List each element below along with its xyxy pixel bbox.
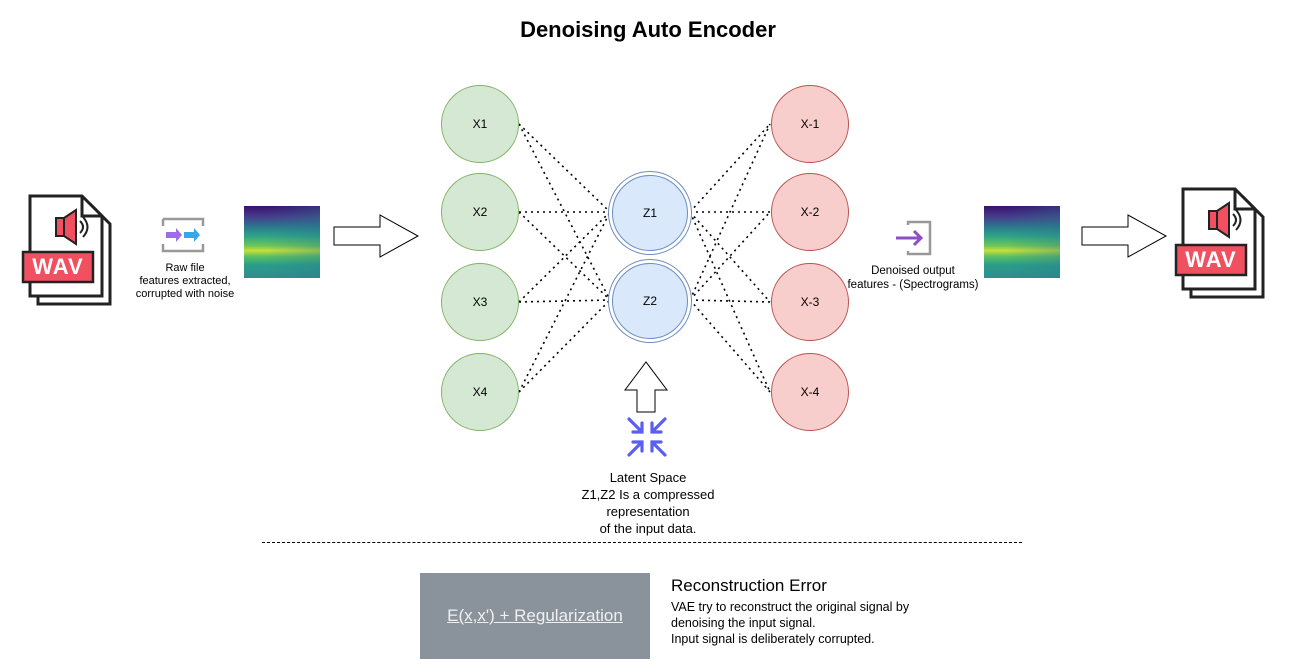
encoder-node-x3: X3 bbox=[441, 263, 519, 341]
latent-node-z2: Z2 bbox=[612, 263, 688, 339]
input-caption-line: features extracted, bbox=[139, 275, 231, 287]
output-caption-line: Denoised output bbox=[871, 265, 955, 277]
input-wav-badge: WAV bbox=[32, 254, 84, 279]
diagram-title: Denoising Auto Encoder bbox=[520, 17, 776, 42]
output-wav-badge: WAV bbox=[1185, 247, 1237, 272]
reconstruction-line: Input signal is deliberately corrupted. bbox=[671, 632, 875, 646]
transfer-arrows-icon bbox=[160, 216, 206, 254]
decoder-node-x-1: X-1 bbox=[771, 85, 849, 163]
latent-node-z1: Z1 bbox=[612, 175, 688, 251]
latent-caption-line: Z1,Z2 Is a compressed bbox=[581, 487, 715, 502]
input-caption: Raw file features extracted, corrupted w… bbox=[120, 262, 250, 301]
input-wav-file-icon: WAV bbox=[20, 192, 116, 308]
section-divider bbox=[262, 542, 1022, 543]
decoder-node-x-2: X-2 bbox=[771, 173, 849, 251]
flow-arrow-up bbox=[624, 361, 668, 413]
import-arrow-icon bbox=[894, 220, 934, 256]
reconstruction-line: denoising the input signal. bbox=[671, 616, 816, 630]
encoder-node-x1: X1 bbox=[441, 85, 519, 163]
encoder-node-x2: X2 bbox=[441, 173, 519, 251]
decoder-node-x-3: X-3 bbox=[771, 263, 849, 341]
input-spectrogram-image bbox=[244, 206, 320, 278]
output-caption: Denoised output features - (Spectrograms… bbox=[838, 264, 988, 292]
compress-icon bbox=[626, 416, 668, 458]
latent-caption-line: of the input data. bbox=[599, 521, 697, 536]
reconstruction-line: VAE try to reconstruct the original sign… bbox=[671, 600, 910, 614]
input-caption-line: corrupted with noise bbox=[135, 288, 235, 300]
latent-caption-line: representation bbox=[606, 504, 690, 519]
flow-arrow-right-2 bbox=[1081, 214, 1168, 258]
regularization-box[interactable]: E(x,x') + Regularization bbox=[420, 573, 650, 659]
encoder-node-x4: X4 bbox=[441, 353, 519, 431]
latent-caption-line: Latent Space bbox=[609, 470, 687, 485]
latent-space-caption: Latent Space Z1,Z2 Is a compressed repre… bbox=[548, 469, 748, 537]
output-caption-line: features - (Spectrograms) bbox=[847, 279, 979, 291]
output-wav-file-icon: WAV bbox=[1173, 185, 1269, 301]
output-spectrogram-image bbox=[984, 206, 1060, 278]
reconstruction-error-description: VAE try to reconstruct the original sign… bbox=[671, 599, 909, 647]
reconstruction-error-title: Reconstruction Error bbox=[671, 576, 827, 595]
flow-arrow-right-1 bbox=[333, 214, 420, 258]
input-caption-line: Raw file bbox=[165, 262, 205, 274]
decoder-node-x-4: X-4 bbox=[771, 353, 849, 431]
